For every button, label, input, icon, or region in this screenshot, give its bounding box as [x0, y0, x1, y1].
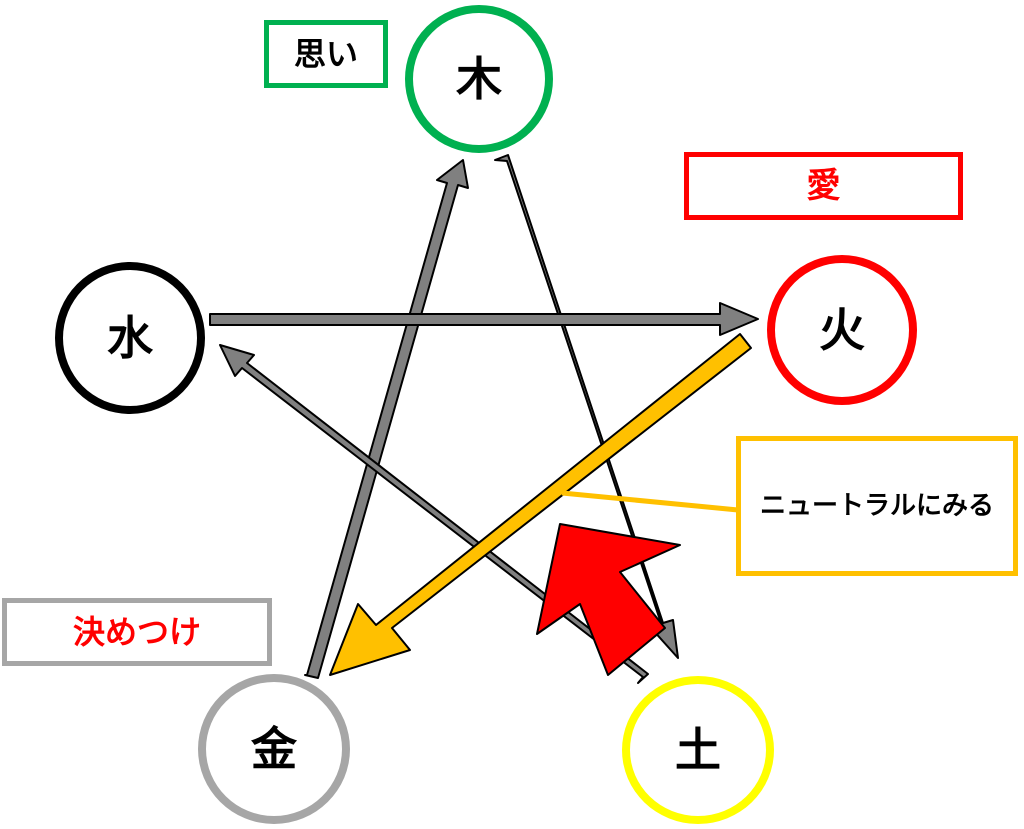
arrow-earth-to-water	[219, 344, 649, 684]
arrow-water-to-fire	[209, 302, 759, 336]
node-metal: 金	[198, 674, 350, 824]
node-wood: 木	[405, 5, 553, 153]
annotation-omoi: 思い	[264, 20, 388, 88]
annotation-ai-text: 愛	[806, 166, 841, 206]
annotation-kimetsuke: 決めつけ	[2, 598, 272, 666]
neutral-callout-line	[561, 490, 739, 513]
node-water: 水	[55, 262, 205, 414]
arrow-metal-to-wood	[304, 159, 469, 679]
annotation-ai: 愛	[684, 152, 963, 220]
node-wood-label: 木	[456, 52, 502, 106]
node-metal-label: 金	[251, 722, 297, 776]
node-earth-label: 土	[675, 723, 721, 777]
annotation-kimetsuke-text: 決めつけ	[72, 613, 201, 651]
big-red-arrow	[536, 523, 681, 676]
node-water-label: 水	[107, 311, 153, 365]
arrow-fire-to-metal	[329, 333, 752, 676]
annotation-neutral: ニュートラルにみる	[736, 436, 1018, 576]
node-earth: 土	[622, 676, 774, 824]
annotation-neutral-text: ニュートラルにみる	[759, 491, 994, 521]
node-fire-label: 火	[819, 303, 865, 357]
node-fire: 火	[767, 255, 917, 405]
annotation-omoi-text: 思い	[293, 35, 358, 73]
